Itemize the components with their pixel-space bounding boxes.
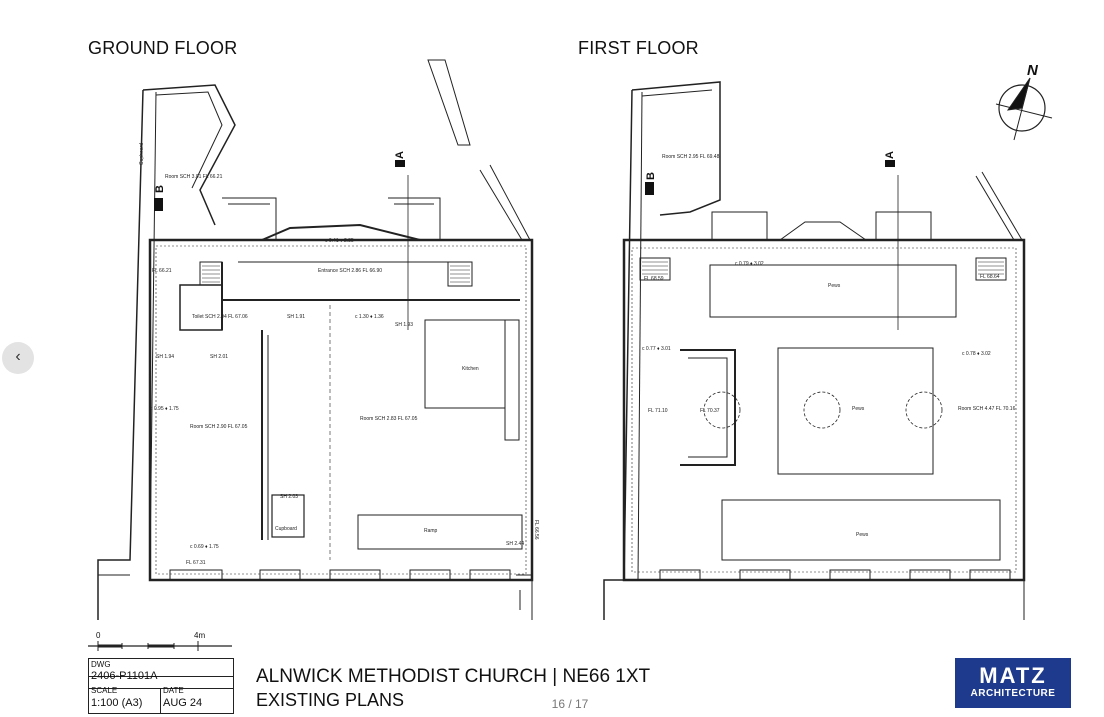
project-title: ALNWICK METHODIST CHURCH | NE66 1XT — [256, 666, 651, 687]
logo-line-2: ARCHITECTURE — [970, 688, 1056, 699]
scale-value: 1:100 (A3) — [91, 697, 143, 709]
north-arrow-icon — [998, 84, 1046, 132]
first-floor-title: FIRST FLOOR — [578, 38, 699, 58]
title-block: DWG 2406-P1101A SCALE 1:100 (A3) DATE AU… — [88, 658, 234, 714]
matz-architecture-logo: MATZ ARCHITECTURE — [955, 658, 1071, 708]
date-label: DATE — [163, 686, 184, 695]
ground-floor-title: GROUND FLOOR — [88, 38, 238, 58]
date-value: AUG 24 — [163, 697, 203, 709]
plan-subtitle: EXISTING PLANS — [256, 690, 405, 710]
logo-line-1: MATZ — [979, 663, 1047, 688]
scale-bar-start: 0 — [96, 631, 101, 640]
scale-bar-end: 4m — [194, 631, 206, 640]
previous-slide-button[interactable]: ‹ — [2, 342, 34, 374]
scale-label: SCALE — [91, 686, 118, 695]
chevron-left-icon: ‹ — [15, 348, 21, 365]
dwg-value: 2406-P1101A — [91, 670, 158, 682]
page-counter: 16 / 17 — [551, 697, 589, 711]
dwg-label: DWG — [91, 660, 111, 669]
